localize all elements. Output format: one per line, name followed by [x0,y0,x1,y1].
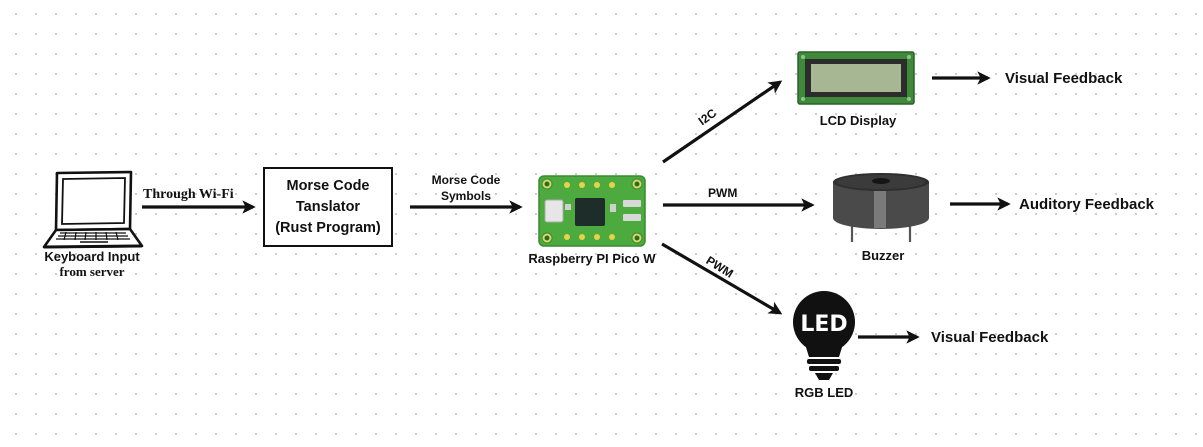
pwm-buzzer-label: PWM [708,186,738,200]
keyboard-input-line2: from server [59,264,125,279]
morse-symbols-line2: Symbols [440,189,491,203]
arrow-pico-to-led [661,242,783,315]
lcd-display-icon [797,51,915,105]
buzzer-label: Buzzer [861,248,905,263]
keyboard-input-label: Keyboard Input from server [28,249,156,279]
morse-symbols-line1: Morse Code [431,173,501,187]
rgb-led-label: RGB LED [794,385,854,400]
lcd-feedback-label: Visual Feedback [1005,70,1123,87]
lcd-label: LCD Display [819,113,897,128]
translator-line2: Tanslator [295,198,361,215]
led-icon-text: LED [800,312,847,337]
morse-symbols-label: Morse Code Symbols [420,172,512,204]
buzzer-icon [833,173,929,242]
through-wifi-label: Through Wi-Fi [143,187,234,202]
laptop-icon [42,170,144,249]
led-bulb-icon: LED [793,291,855,380]
translator-line3: (Rust Program) [275,219,381,236]
led-feedback-label: Visual Feedback [931,329,1049,346]
raspberry-pi-pico-icon [538,175,646,247]
translator-line1: Morse Code [286,177,370,194]
buzzer-feedback-label: Auditory Feedback [1019,196,1155,213]
pico-label: Raspberry PI Pico W [528,251,656,266]
arrow-pico-to-lcd [662,80,783,164]
morse-translator-box: Morse Code Tanslator (Rust Program) [263,167,393,247]
keyboard-input-line1: Keyboard Input [44,249,140,264]
